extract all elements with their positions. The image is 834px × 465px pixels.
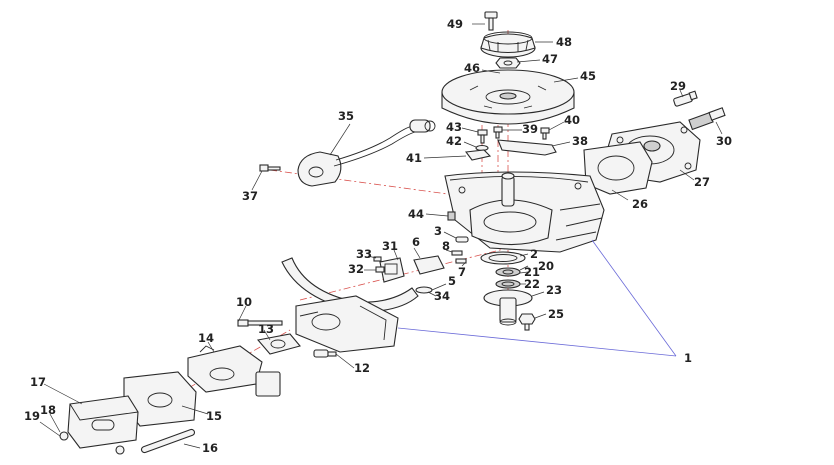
part-carburetor (187, 345, 281, 397)
part-screws-8 (451, 250, 467, 264)
part-ignition-coil (297, 119, 436, 187)
label-15: 15 (206, 409, 222, 423)
label-2: 2 (530, 247, 538, 261)
label-41: 41 (406, 151, 422, 165)
label-23: 23 (546, 283, 562, 297)
label-45: 45 (580, 69, 596, 83)
label-7: 7 (458, 265, 466, 279)
label-22: 22 (524, 277, 540, 291)
label-12: 12 (354, 361, 370, 375)
part-washer-34 (415, 286, 433, 294)
part-screw-25 (518, 313, 536, 331)
part-screw-32 (375, 266, 385, 273)
part-screw-39 (493, 126, 503, 139)
part-screw-43 (477, 129, 488, 144)
part-oil-seal (495, 267, 521, 277)
part-screw-37 (259, 164, 281, 172)
part-head-gasket (583, 141, 653, 195)
label-19: 19 (24, 409, 40, 423)
part-screw-19 (115, 445, 125, 455)
part-bolt (484, 11, 498, 31)
part-flywheel (441, 69, 575, 125)
part-bracket (497, 139, 557, 156)
label-14: 14 (198, 331, 214, 345)
label-35: 35 (338, 109, 354, 123)
label-31: 31 (382, 239, 398, 253)
label-27: 27 (694, 175, 710, 189)
part-starter-cup (480, 31, 536, 58)
label-42: 42 (446, 134, 462, 148)
label-29: 29 (670, 79, 686, 93)
part-screw-40 (540, 127, 550, 140)
part-lower-housing (295, 295, 399, 353)
part-gasket-13 (256, 333, 301, 355)
part-plate-6 (413, 255, 445, 275)
part-lower-flange (483, 289, 533, 326)
label-21: 21 (524, 265, 540, 279)
label-33: 33 (356, 247, 372, 261)
part-screw-33 (373, 256, 382, 262)
label-1: 1 (684, 351, 692, 365)
label-44: 44 (408, 207, 424, 221)
label-16: 16 (202, 441, 218, 455)
part-number-labels: 49 48 47 46 45 29 43 39 40 42 38 30 41 3… (24, 17, 732, 455)
label-34: 34 (434, 289, 450, 303)
label-38: 38 (572, 134, 588, 148)
label-37: 37 (242, 189, 258, 203)
label-10: 10 (236, 295, 252, 309)
part-flywheel-nut (495, 57, 521, 69)
label-13: 13 (258, 322, 274, 336)
label-5: 5 (448, 274, 456, 288)
label-6: 6 (412, 235, 420, 249)
part-screw-12 (313, 349, 337, 358)
label-25: 25 (548, 307, 564, 321)
part-gasket-2 (480, 251, 526, 265)
part-key (447, 211, 456, 221)
part-carb-body-31 (379, 257, 405, 283)
label-8: 8 (442, 239, 450, 253)
leader-lines (39, 23, 723, 449)
part-plate-41 (464, 149, 492, 161)
part-pin-3 (455, 236, 469, 243)
label-32: 32 (348, 262, 364, 276)
part-crankcase (444, 171, 605, 253)
label-30: 30 (716, 134, 732, 148)
label-43: 43 (446, 120, 462, 134)
part-screw-18 (59, 431, 69, 441)
label-47: 47 (542, 52, 558, 66)
label-39: 39 (522, 122, 538, 136)
label-3: 3 (434, 224, 442, 238)
label-49: 49 (447, 17, 463, 31)
label-20: 20 (538, 259, 554, 273)
part-spark-plug (688, 107, 726, 131)
label-26: 26 (632, 197, 648, 211)
part-bolt-10 (237, 319, 283, 327)
label-18: 18 (40, 403, 56, 417)
label-46: 46 (464, 61, 480, 75)
part-bearing (495, 279, 521, 289)
part-air-filter-cover (67, 395, 139, 449)
label-17: 17 (30, 375, 46, 389)
label-48: 48 (556, 35, 572, 49)
part-rod-16 (140, 428, 196, 454)
part-plug-cap (673, 90, 698, 107)
label-40: 40 (564, 113, 580, 127)
